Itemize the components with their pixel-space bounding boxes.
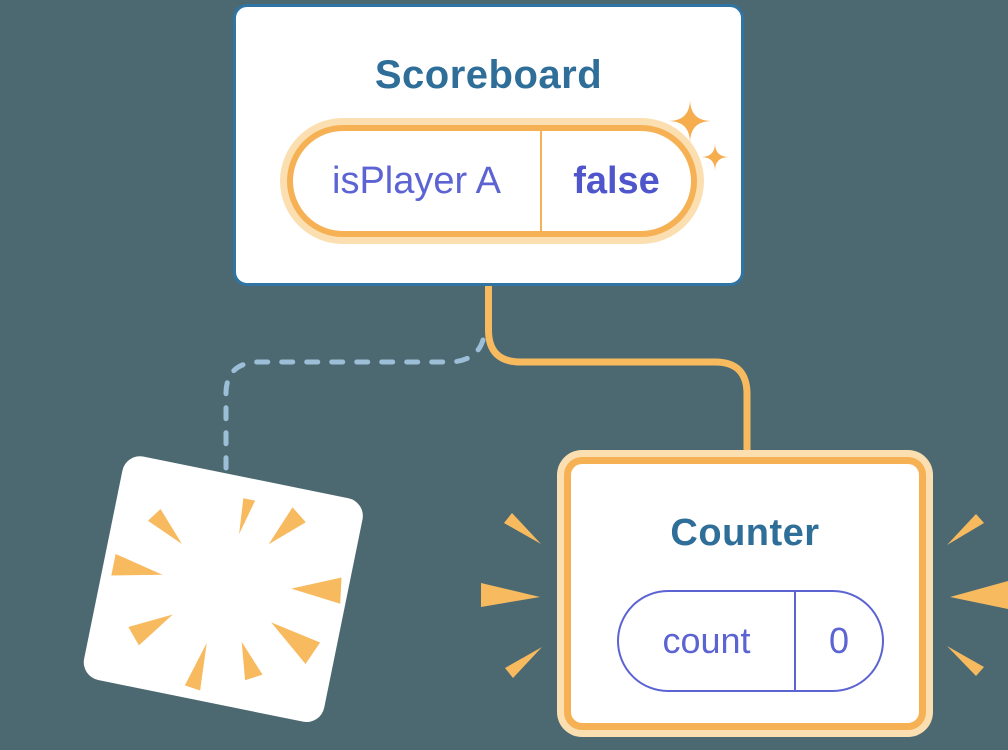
scoreboard-state-pill: isPlayer A false bbox=[287, 125, 697, 237]
scoreboard-title: Scoreboard bbox=[374, 53, 603, 97]
scoreboard-card: Scoreboard isPlayer A false bbox=[233, 4, 744, 286]
tree-edge-solid bbox=[485, 283, 751, 455]
state-value: 0 bbox=[794, 592, 882, 690]
counter-title: Counter bbox=[670, 512, 820, 554]
counter-state-pill: count 0 bbox=[617, 590, 884, 692]
tree-edge-dashed bbox=[223, 337, 486, 471]
emphasis-burst-icon bbox=[481, 513, 542, 678]
sparkle-icon bbox=[668, 99, 729, 171]
state-name: count bbox=[662, 620, 751, 661]
state-value: false bbox=[540, 131, 691, 231]
state-name: isPlayer A bbox=[332, 159, 501, 202]
counter-card: Counter count 0 bbox=[564, 457, 926, 730]
poof-burst-icon bbox=[111, 498, 342, 691]
removed-component-card bbox=[80, 453, 367, 726]
emphasis-burst-icon bbox=[947, 514, 1008, 676]
